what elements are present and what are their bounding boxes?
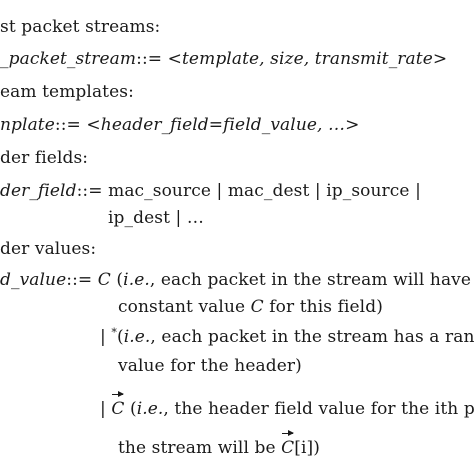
alt-bar: | [100,327,112,347]
section-heading-stream-templates: eam templates: [0,82,134,102]
cont-text-a: constant value [118,297,251,317]
section-heading-packet-streams: st packet streams: [0,17,160,37]
definition-field-value-continuation: constant value C for this field) [118,297,383,317]
def-sep: ::= [54,115,81,135]
asterisk-symbol: * [111,326,117,339]
definition-header-field-continuation: ip_dest | … [108,208,204,228]
vector-c-symbol: C [281,430,295,458]
const-symbol: C [250,297,264,317]
heading-text: st packet streams: [0,17,161,37]
section-heading-header-values: der values: [0,239,96,259]
ie-abbrev: i.e. [136,399,164,419]
paren-open: ( [116,327,124,347]
heading-text: der values: [0,239,97,259]
section-heading-header-fields: der fields: [0,148,88,168]
def-text: , each packet in the stream will have th… [149,270,474,290]
def-sep: ::= [66,270,98,290]
alt-text: , the header field value for the ith pac… [163,399,474,419]
def-sep: ::= [136,49,163,69]
alternative-random: | *(i.e., each packet in the stream has … [100,327,474,347]
def-name: nplate [0,115,55,135]
def-name: _packet_stream [0,49,137,69]
ie-abbrev: i.e. [123,270,150,290]
ie-abbrev: i.e. [123,327,151,347]
def-value: <template, size, transmit_rate> [167,49,448,69]
def-rest: ::= mac_source | mac_dest | ip_source | [76,181,421,201]
alt-cont: value for the header) [118,356,302,376]
def-name: der_field [0,181,77,201]
definition-packet-stream: _packet_stream::= <template, size, trans… [0,49,447,69]
def-name: d_value [0,270,67,290]
definition-header-field: der_field::= mac_source | mac_dest | ip_… [0,181,421,201]
cont-text-b: for this field) [263,297,383,317]
vector-c-symbol: C [111,391,125,419]
alt-cont: the stream will be [118,438,282,458]
heading-text: eam templates: [0,82,134,102]
heading-text: der fields: [0,148,89,168]
alt-bar: | [100,399,112,419]
def-cont: ip_dest | … [108,208,204,228]
alternative-random-continuation: value for the header) [118,356,302,376]
definition-template: nplate::= <header_field=field_value, …> [0,115,359,135]
definition-field-value: d_value::= C (i.e., each packet in the s… [0,270,474,290]
const-symbol: C [97,270,111,290]
def-value: <header_field=field_value, …> [86,115,360,135]
alt-text: , each packet in the stream has a random [150,327,474,347]
alternative-vector: | C (i.e., the header field value for th… [100,391,474,419]
alternative-vector-continuation: the stream will be C[i]) [118,430,321,458]
index-text: [i]) [294,438,321,458]
paren-open: ( [124,399,137,419]
paren-open: ( [110,270,124,290]
